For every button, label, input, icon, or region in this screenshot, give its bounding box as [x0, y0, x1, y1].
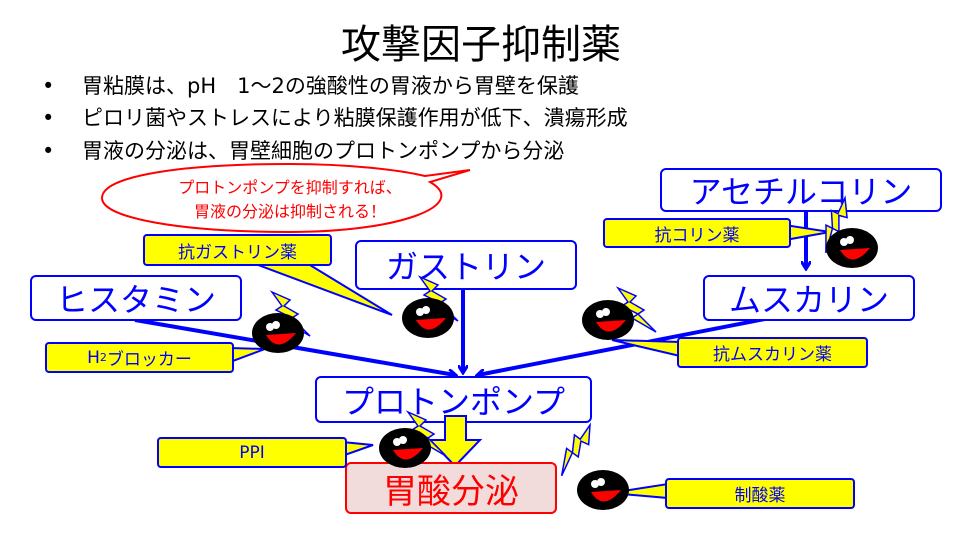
drug-ppi: PPI	[157, 437, 347, 468]
bullet-text: 胃粘膜は、pH 1〜2の強酸性の胃液から胃壁を保護	[82, 74, 579, 98]
bullet-dot: •	[42, 139, 55, 163]
node-gastrin: ガストリン	[355, 240, 577, 290]
bullet-item: • ピロリ菌やストレスにより粘膜保護作用が低下、潰瘍形成	[42, 102, 628, 132]
h2-h: H	[87, 347, 100, 368]
speech-bubble	[100, 162, 471, 234]
drug-antigastrin: 抗ガストリン薬	[143, 234, 332, 266]
slide-title: 攻撃因子抑制薬	[341, 22, 621, 68]
blocker-character-icon	[379, 428, 431, 468]
h2-subscript: 2	[99, 351, 107, 364]
bullet-dot: •	[42, 74, 55, 98]
node-acetylcholine: アセチルコリン	[660, 168, 942, 212]
speech-line: プロトンポンプを抑制すれば、	[178, 178, 402, 197]
node-histamine: ヒスタミン	[30, 275, 242, 321]
node-acid-secretion: 胃酸分泌	[345, 462, 557, 514]
blocker-character-icon	[577, 470, 629, 510]
blocker-character-icon	[826, 228, 878, 268]
drug-antimuscarinic: 抗ムスカリン薬	[677, 337, 868, 368]
bullet-item: • 胃粘膜は、pH 1〜2の強酸性の胃液から胃壁を保護	[42, 70, 579, 100]
speech-line: 胃液の分泌は抑制される！	[193, 202, 386, 221]
bullet-item: • 胃液の分泌は、胃壁細胞のプロトンポンプから分泌	[42, 135, 564, 165]
drug-anticholinergic: 抗コリン薬	[603, 218, 791, 248]
speech-bubble-text: プロトンポンプを抑制すれば、 胃液の分泌は抑制される！	[120, 176, 460, 224]
lightning-bolt-icon	[547, 424, 604, 477]
yellow-down-arrow	[427, 415, 483, 468]
drug-antacid: 制酸薬	[665, 478, 855, 509]
bullet-dot: •	[42, 106, 55, 130]
blocker-character-icon	[582, 300, 634, 340]
blocker-character-icon	[402, 298, 454, 338]
node-muscarine: ムスカリン	[703, 275, 915, 321]
arrow-muscarine	[478, 316, 771, 375]
bullet-text: 胃液の分泌は、胃壁細胞のプロトンポンプから分泌	[82, 139, 565, 163]
h2-rest: ブロッカー	[106, 350, 192, 370]
bullet-text: ピロリ菌やストレスにより粘膜保護作用が低下、潰瘍形成	[82, 106, 628, 130]
blocker-character-icon	[252, 313, 304, 353]
